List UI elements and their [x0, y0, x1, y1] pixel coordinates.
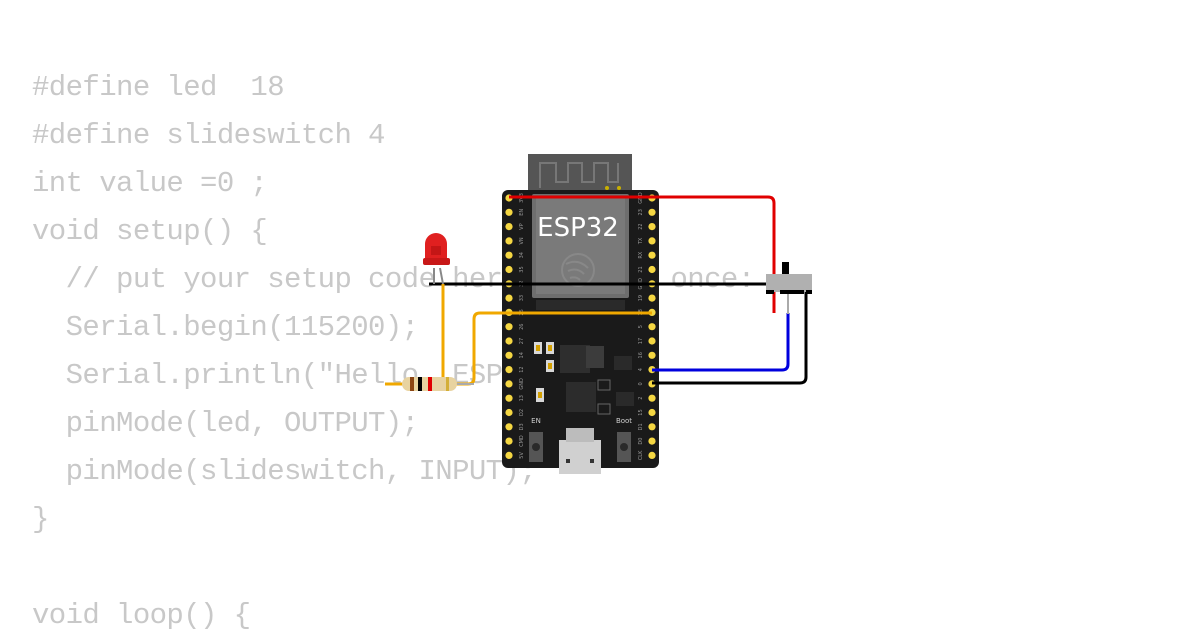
board-title: ESP32	[537, 213, 619, 243]
boot-label: Boot	[616, 417, 632, 425]
code-line: Serial.begin(115200);	[32, 311, 419, 344]
pin-label: D0	[638, 438, 644, 445]
pin-35[interactable]	[505, 265, 513, 274]
pin-33[interactable]	[505, 294, 513, 302]
pin-label: 2	[638, 397, 644, 400]
pin-en[interactable]	[505, 208, 513, 216]
pin-label: EN	[519, 209, 525, 216]
pin-5v[interactable]	[505, 451, 513, 459]
usb-port	[559, 428, 601, 474]
code-line: void loop() {	[32, 599, 251, 632]
pin-label: D2	[519, 409, 525, 416]
pin-label: 19	[638, 295, 644, 301]
esp32-board[interactable]: ESP32 EN Boot	[502, 154, 659, 474]
pin-d3[interactable]	[505, 423, 513, 431]
pin-label: 27	[519, 338, 525, 344]
pin-label: 23	[638, 209, 644, 215]
pin-13[interactable]	[505, 394, 513, 402]
code-line: pinMode(led, OUTPUT);	[32, 407, 419, 440]
pin-label: 5	[638, 325, 644, 328]
pin-label: 15	[638, 409, 644, 415]
pin-label: 16	[638, 352, 644, 358]
pin-label: 4	[638, 368, 644, 371]
antenna-module	[528, 154, 632, 196]
pin-label: VN	[519, 237, 525, 244]
usb-uart-chip	[566, 382, 596, 412]
pin-label: 17	[638, 338, 644, 344]
pin-27[interactable]	[505, 337, 513, 345]
pin-label: 13	[519, 395, 525, 401]
switch-handle[interactable]	[782, 262, 789, 274]
pin-label: 34	[519, 252, 525, 258]
pin-17[interactable]	[648, 337, 656, 345]
code-line: // put your setup code here, to run once…	[32, 263, 756, 296]
pin-tx[interactable]	[648, 237, 656, 245]
pin-label: D3	[519, 423, 525, 430]
pin-label: 21	[638, 266, 644, 272]
wire-led-to-resistor[interactable]	[385, 284, 445, 386]
pin-rx[interactable]	[648, 251, 656, 259]
pin-label: 0	[638, 382, 644, 385]
pin-label: TX	[638, 237, 644, 245]
pin-14[interactable]	[505, 351, 513, 359]
wire-gpio4-to-switch[interactable]	[652, 313, 790, 372]
slide-switch[interactable]	[766, 262, 812, 314]
pin-12[interactable]	[505, 366, 513, 374]
pin-19[interactable]	[648, 294, 656, 302]
pin-cmd[interactable]	[505, 437, 513, 445]
code-line: }	[32, 503, 49, 536]
en-label: EN	[531, 417, 541, 425]
pin-label: 26	[519, 324, 525, 330]
pin-label: 12	[519, 366, 525, 372]
en-button[interactable]	[529, 432, 543, 462]
pin-d0[interactable]	[648, 437, 656, 445]
pin-15[interactable]	[648, 408, 656, 417]
pin-21[interactable]	[648, 265, 656, 274]
espressif-logo-icon	[561, 253, 595, 287]
pin-2[interactable]	[648, 394, 656, 402]
code-line: void setup() {	[32, 215, 268, 248]
code-line: #define led 18	[32, 71, 285, 104]
pin-23[interactable]	[648, 208, 656, 216]
wire-3v3-to-switch[interactable]	[509, 195, 776, 313]
code-line: int value =0 ;	[32, 167, 268, 200]
boot-button[interactable]	[617, 432, 631, 462]
pin-label: GND	[519, 378, 525, 390]
pin-34[interactable]	[505, 251, 513, 259]
code-line: pinMode(slideswitch, INPUT);	[32, 455, 537, 488]
pin-label: CMD	[519, 435, 525, 447]
pin-16[interactable]	[648, 351, 656, 359]
pin-label: 5V	[519, 452, 525, 459]
pin-d2[interactable]	[505, 408, 513, 417]
pin-26[interactable]	[505, 323, 513, 331]
pin-label: RX	[638, 251, 644, 258]
resistor[interactable]	[402, 377, 474, 391]
pin-label: CLK	[638, 450, 644, 460]
pin-clk[interactable]	[648, 451, 656, 459]
antenna-trace	[539, 162, 619, 188]
code-line: #define slideswitch 4	[32, 119, 385, 152]
pin-label: 14	[519, 352, 525, 358]
pin-label: 35	[519, 266, 525, 272]
pin-gnd[interactable]	[505, 380, 513, 388]
pin-label: VP	[519, 223, 525, 229]
led-red[interactable]	[423, 233, 450, 285]
pin-vp[interactable]	[505, 223, 513, 231]
pin-5[interactable]	[648, 323, 656, 331]
pin-label: 22	[638, 223, 644, 229]
pin-d1[interactable]	[648, 423, 656, 431]
pin-vn[interactable]	[505, 237, 513, 245]
pin-label: 33	[519, 295, 525, 301]
pin-22[interactable]	[648, 223, 656, 231]
pin-label: D1	[638, 423, 644, 430]
